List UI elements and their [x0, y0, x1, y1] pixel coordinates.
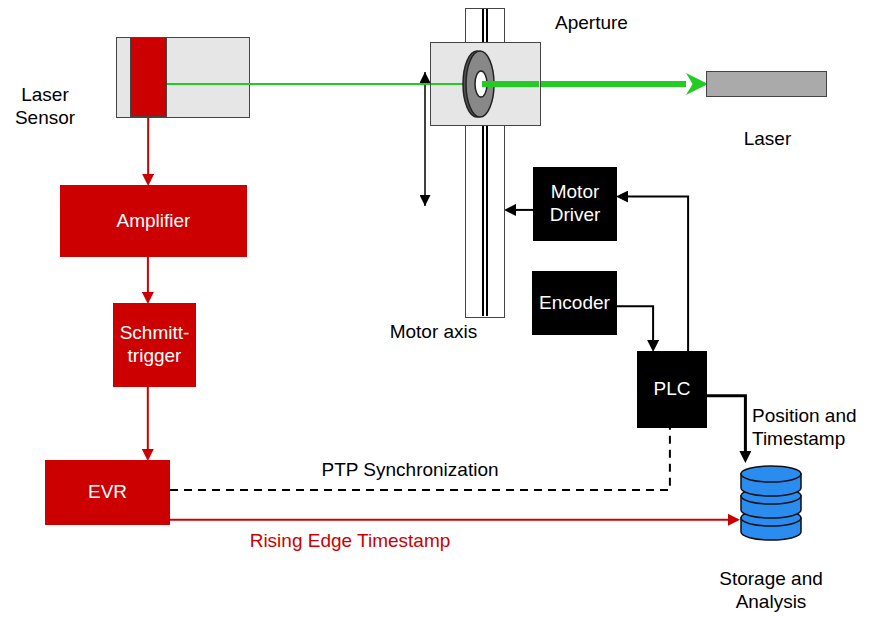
process-box: Encoder [532, 271, 617, 335]
edge-label: Rising Edge Timestamp [225, 530, 475, 553]
laser-sensor: Laser Sensor [116, 37, 250, 118]
connector [628, 197, 688, 351]
box-label: Schmitt-trigger [113, 322, 197, 368]
connector [541, 81, 686, 87]
node-label: Motor axis [371, 321, 496, 344]
connector [170, 428, 670, 490]
box-label: Amplifier [113, 210, 195, 233]
aperture-carriage: Aperture [430, 42, 541, 126]
node-label: Laser Sensor [3, 84, 87, 130]
edge-label: Position and Timestamp [752, 405, 874, 451]
connector [147, 257, 149, 292]
box-label: PLC [650, 378, 695, 401]
process-box: Amplifier [60, 185, 247, 257]
process-box: Motor Driver [533, 167, 617, 241]
process-box: Schmitt-trigger [113, 303, 197, 387]
box-label: Motor Driver [533, 181, 617, 227]
connector [250, 83, 430, 85]
connector [516, 209, 533, 211]
process-box: EVR [45, 460, 170, 525]
connector [147, 118, 149, 174]
edge-label: PTP Synchronization [290, 459, 530, 482]
box-label: EVR [84, 481, 131, 504]
connector [617, 306, 653, 340]
box-label: Encoder [535, 292, 614, 315]
sensor-element [130, 37, 167, 117]
connector [707, 396, 745, 451]
connector [170, 519, 728, 521]
node-label: Storage and Analysis [715, 568, 827, 614]
aperture-disc [431, 43, 539, 124]
node-label: Laser [707, 128, 828, 151]
motion-arrow [424, 72, 426, 206]
storage-cylinder: Storage and Analysis [739, 462, 803, 544]
process-box: PLC [637, 351, 707, 428]
database-cylinder [739, 462, 803, 544]
laser-beam [167, 83, 251, 85]
node-label: Aperture [555, 12, 645, 35]
connector [147, 387, 149, 449]
laser-source: Laser [706, 71, 827, 97]
